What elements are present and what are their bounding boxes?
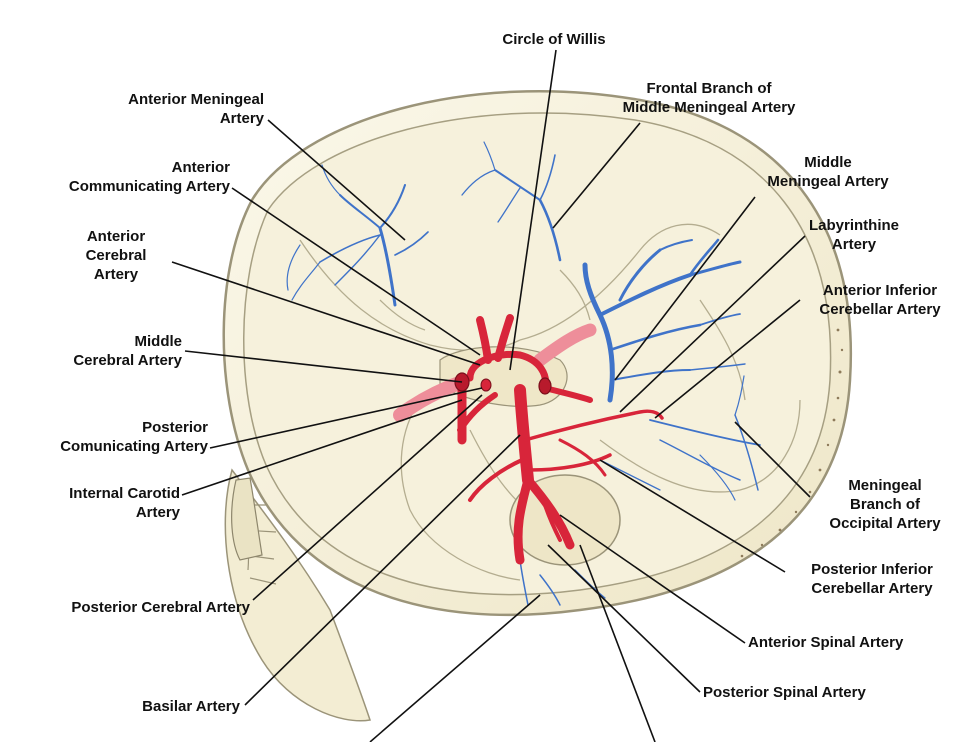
label-anterior-cerebral-line: Anterior — [62, 227, 170, 246]
label-middle-cerebral-line: Middle — [20, 332, 182, 351]
label-internal-carotid-line: Internal Carotid — [20, 484, 180, 503]
label-circle-of-willis-line: Circle of Willis — [474, 30, 634, 49]
label-anterior-spinal-line: Anterior Spinal Artery — [748, 633, 958, 652]
label-anterior-meningeal-line: Artery — [60, 109, 264, 128]
label-posterior-spinal-line: Posterior Spinal Artery — [703, 683, 923, 702]
label-middle-meningeal-line: Middle — [738, 153, 918, 172]
label-meningeal-branch-occipital-line: Branch of — [810, 495, 960, 514]
label-posterior-inferior-cerebellar-line: Cerebellar Artery — [784, 579, 960, 598]
label-posterior-communicating-line: Comunicating Artery — [8, 437, 208, 456]
label-posterior-cerebral: Posterior Cerebral Artery — [10, 598, 250, 617]
label-middle-cerebral-line: Cerebral Artery — [20, 351, 182, 370]
label-basilar-line: Basilar Artery — [60, 697, 240, 716]
label-posterior-inferior-cerebellar-line: Posterior Inferior — [784, 560, 960, 579]
label-posterior-communicating-line: Posterior — [8, 418, 208, 437]
label-anterior-inferior-cerebellar-line: Anterior Inferior — [795, 281, 965, 300]
label-internal-carotid-line: Artery — [20, 503, 180, 522]
label-circle-of-willis: Circle of Willis — [474, 30, 634, 49]
leader-bottom-left — [370, 595, 540, 742]
label-anterior-communicating-line: Communicating Artery — [12, 177, 230, 196]
label-middle-meningeal-line: Meningeal Artery — [738, 172, 918, 191]
label-posterior-cerebral-line: Posterior Cerebral Artery — [10, 598, 250, 617]
label-frontal-branch-line: Middle Meningeal Artery — [584, 98, 834, 117]
label-basilar: Basilar Artery — [60, 697, 240, 716]
label-labyrinthine-line: Artery — [794, 235, 914, 254]
label-anterior-communicating-line: Anterior — [12, 158, 230, 177]
label-anterior-spinal: Anterior Spinal Artery — [748, 633, 958, 652]
label-meningeal-branch-occipital-line: Occipital Artery — [810, 514, 960, 533]
label-labyrinthine-line: Labyrinthine — [794, 216, 914, 235]
label-meningeal-branch-occipital-line: Meningeal — [810, 476, 960, 495]
label-anterior-meningeal-line: Anterior Meningeal — [60, 90, 264, 109]
label-frontal-branch-line: Frontal Branch of — [584, 79, 834, 98]
label-anterior-cerebral-line: Cerebral — [62, 246, 170, 265]
label-anterior-cerebral-line: Artery — [62, 265, 170, 284]
label-anterior-inferior-cerebellar-line: Cerebellar Artery — [795, 300, 965, 319]
label-posterior-spinal: Posterior Spinal Artery — [703, 683, 923, 702]
